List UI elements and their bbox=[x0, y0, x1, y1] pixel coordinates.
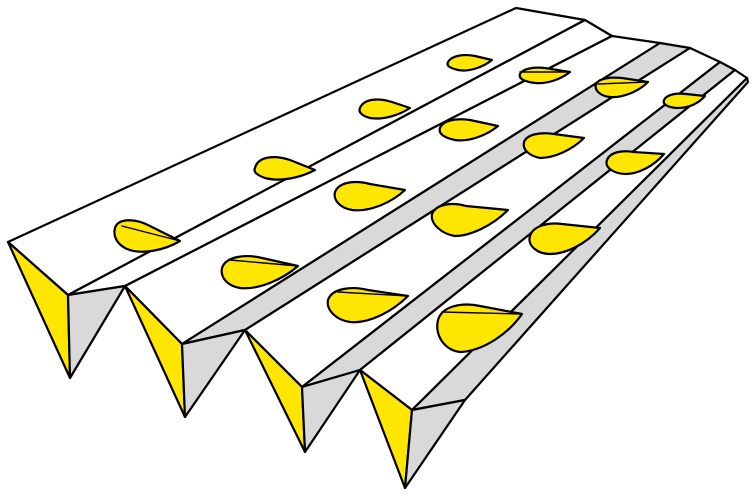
pleat-4-side-shadow bbox=[405, 400, 465, 488]
pleat-2-side-shadow bbox=[182, 330, 245, 417]
pleat-1-side-shadow bbox=[68, 286, 125, 378]
